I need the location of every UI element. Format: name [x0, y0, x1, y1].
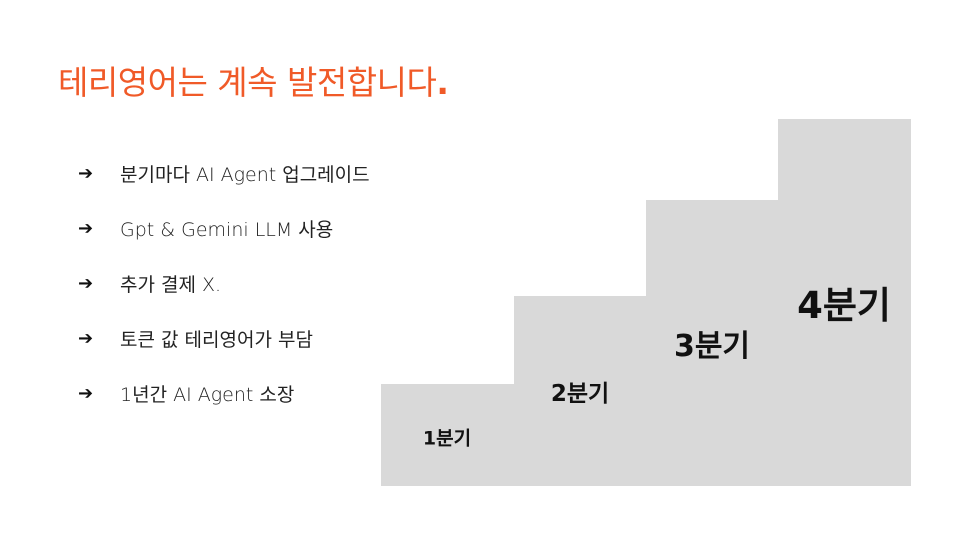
list-item: ➔ 분기마다 AI Agent 업그레이드 — [78, 146, 370, 201]
list-item: ➔ Gpt & Gemini LLM 사용 — [78, 201, 370, 256]
list-item: ➔ 추가 결제 X. — [78, 256, 370, 311]
step-label-q2: 2분기 — [550, 381, 610, 407]
right-arrow-icon: ➔ — [78, 163, 94, 184]
step-block-q2 — [514, 296, 648, 486]
step-label-q1: 1분기 — [422, 427, 472, 450]
right-arrow-icon: ➔ — [78, 383, 94, 404]
list-item-text: 토큰 값 테리영어가 부담 — [120, 329, 313, 351]
step-block-q4 — [778, 119, 911, 486]
list-item-text: 1년간 AI Agent 소장 — [120, 384, 295, 406]
list-item-text: 분기마다 AI Agent 업그레이드 — [120, 164, 370, 186]
step-block-q3 — [646, 200, 780, 486]
right-arrow-icon: ➔ — [78, 218, 94, 239]
right-arrow-icon: ➔ — [78, 328, 94, 349]
list-item-text: 추가 결제 X. — [120, 274, 222, 296]
list-item-text: Gpt & Gemini LLM 사용 — [120, 219, 334, 241]
page-title: 테리영어는 계속 발전합니다. — [58, 56, 449, 104]
step-block-q1 — [381, 384, 515, 486]
step-label-q4: 4분기 — [797, 284, 891, 327]
step-label-q3: 3분기 — [673, 329, 751, 364]
list-item: ➔ 1년간 AI Agent 소장 — [78, 366, 370, 421]
list-item: ➔ 토큰 값 테리영어가 부담 — [78, 311, 370, 366]
title-period: . — [436, 63, 449, 102]
title-text: 테리영어는 계속 발전합니다 — [58, 63, 437, 102]
right-arrow-icon: ➔ — [78, 273, 94, 294]
feature-list: ➔ 분기마다 AI Agent 업그레이드 ➔ Gpt & Gemini LLM… — [78, 146, 370, 421]
